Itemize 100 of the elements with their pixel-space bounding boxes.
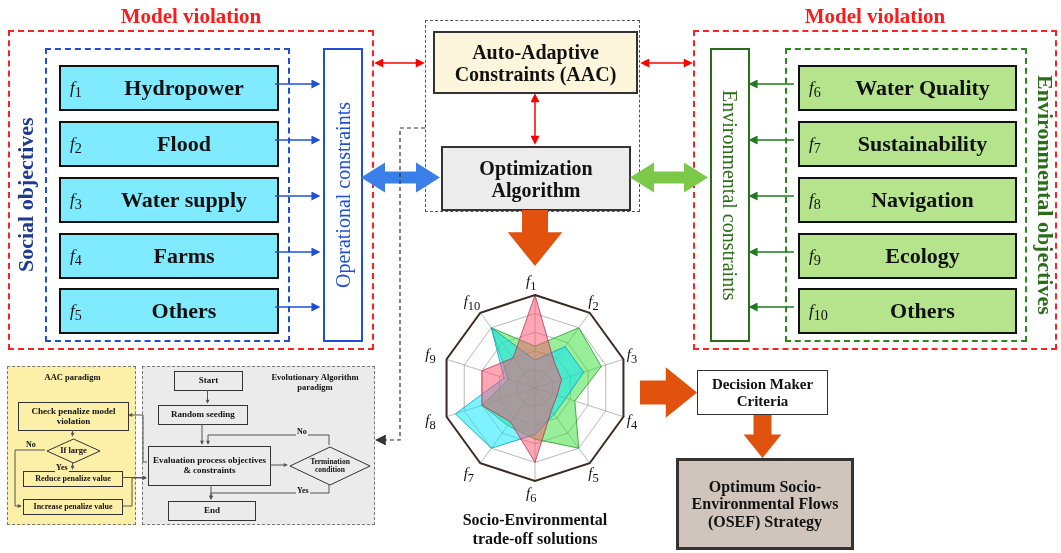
objective-name: Water supply [119,187,249,213]
box-label: Evaluation process objectives & constraints [152,456,267,476]
axis-label: f$_{3}$ [626,347,638,366]
arrow [743,415,782,458]
objective-box [59,177,279,223]
arrow [375,127,426,446]
function-symbol: f$_{6}$ [809,78,821,102]
function-symbol: f$_{2}$ [70,134,82,158]
objective-name: Navigation [870,187,975,213]
box-label: Optimum Socio-Environmental Flows (OSEF) Strategy [690,477,840,531]
paradigm-panel [142,366,375,525]
objective-name: Others [150,298,218,324]
axis-label: f$_{9}$ [425,347,436,366]
arrow [121,475,147,480]
arrow [206,434,330,446]
double-arrow [361,162,440,193]
process-box [697,370,828,415]
arrow [269,463,288,467]
function-symbol: f$_{5}$ [70,301,82,325]
paradigm-panel [7,366,136,525]
chart-caption: Socio-Environmental trade-off solutions [461,510,609,549]
double-arrow [630,162,708,193]
frame-heading: Model violation [803,4,947,29]
arrow [274,79,321,89]
objective-box [798,288,1017,334]
arrow [748,191,795,201]
arrow [14,449,46,508]
arrow [748,135,795,145]
function-symbol: f$_{4}$ [70,246,82,270]
process-box [158,405,248,425]
constraint-label: Operational constraints [332,101,354,289]
group-title: Social objectives [13,116,39,275]
group-title: Environmental objectives [1032,74,1058,317]
objective-box [798,177,1017,223]
function-symbol: f$_{10}$ [809,301,828,325]
objective-box [59,288,279,334]
objective-name: Sustainability [856,131,989,157]
objective-name: Flood [156,131,212,157]
box-label: Auto-Adaptive Constraints (AAC) [453,40,618,85]
double-arrow [374,58,425,68]
process-box [148,446,271,486]
process-box [174,371,243,391]
function-symbol: f$_{3}$ [70,190,82,214]
arrow [274,135,321,145]
box-label: Optimization Algorithm [478,156,594,201]
axis-label: f$_{8}$ [425,412,436,432]
box-label: End [204,506,220,516]
objective-box [798,65,1017,111]
axis-label: f$_{6}$ [526,486,537,505]
axis-label: f$_{7}$ [463,465,475,485]
box-label: Increase penalize value [33,502,113,512]
arrow [274,247,321,257]
constraint-box [323,48,363,342]
arrow [748,247,795,257]
arrow [274,191,321,201]
box-label: Decision Maker Criteria [710,376,815,409]
box-label: Check penalize model violation [30,406,117,427]
box-label: Random seeding [171,410,235,420]
function-symbol: f$_{9}$ [809,246,821,270]
objective-box [59,65,279,111]
arrow [640,367,697,418]
box-label: Reduce penalize value [35,474,111,484]
double-arrow [640,58,693,68]
objective-name: Hydropower [123,75,245,101]
process-box [433,31,638,94]
edge-label: No [296,428,308,436]
arrow [507,210,563,266]
process-box [441,146,631,211]
double-arrow [530,93,540,145]
process-box [676,458,854,550]
panel-title: AAC paradigm [43,373,102,383]
objective-box [59,233,279,279]
function-symbol: f$_{7}$ [809,134,821,158]
function-symbol: f$_{1}$ [70,78,82,102]
arrow [121,476,147,507]
objective-box [59,121,279,167]
axis-label: f$_{1}$ [526,274,537,293]
arrow [748,302,795,312]
constraint-box [710,48,750,342]
process-box [18,402,129,431]
arrow [748,79,795,89]
dashed-box [425,20,640,212]
process-box [23,471,123,487]
objective-name: Water Quality [854,75,991,101]
axis-label: f$_{10}$ [463,294,481,313]
axis-label: f$_{2}$ [588,294,599,313]
arrow [274,302,321,312]
axis-label: f$_{5}$ [588,465,599,485]
function-symbol: f$_{8}$ [809,190,821,214]
arrow [200,423,204,445]
objective-name: Ecology [884,243,961,269]
axis-label: f$_{4}$ [626,412,638,432]
edge-label: Yes [55,464,69,472]
decision-label: If large [60,446,87,456]
arrow [209,484,213,500]
frame-heading: Model violation [119,4,263,29]
box-label: Start [198,376,219,386]
constraint-label: Environmental constraints [719,89,741,301]
objective-name: Farms [152,243,216,269]
process-box [23,499,123,515]
